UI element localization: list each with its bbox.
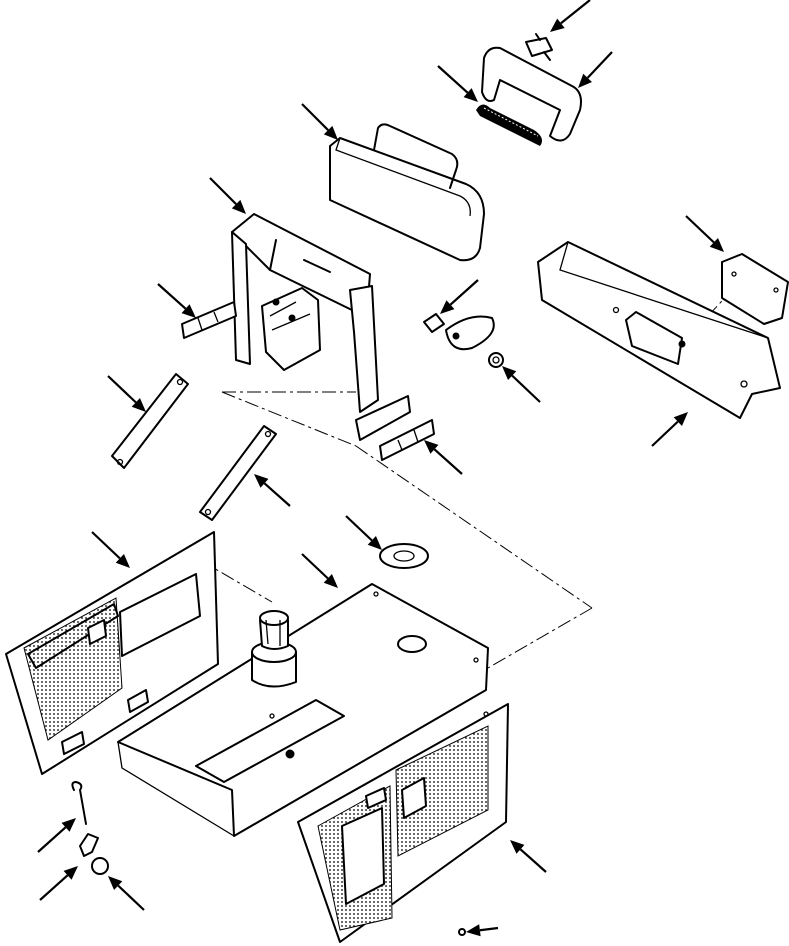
callout-arrow-shaft: [117, 884, 145, 911]
support-bar-center: [199, 425, 277, 521]
callout-arrow-shaft: [39, 874, 69, 901]
rear-panel: [537, 241, 781, 419]
callout-arrow: [510, 840, 547, 873]
callout-arrow-shaft: [37, 826, 67, 853]
callout-arrow-head: [323, 574, 338, 588]
callout-arrow-shaft: [157, 283, 187, 310]
bracket-clip: [79, 833, 99, 857]
callout-arrow-shaft: [437, 65, 469, 94]
callout-arrow-shaft: [301, 103, 329, 131]
pin: [458, 928, 466, 936]
callout-arrow: [424, 440, 463, 475]
spacer-plate-left: [181, 301, 237, 339]
callout-arrow-head: [323, 125, 338, 140]
callout-arrow: [466, 924, 499, 937]
callout-arrow-head: [673, 412, 688, 426]
callout-arrow-shaft: [345, 515, 373, 542]
callout-arrow-head: [466, 924, 481, 937]
callout-arrow-shaft: [449, 279, 479, 306]
callout-arrow-head: [550, 18, 565, 32]
cap-plug: [91, 857, 109, 875]
callout-arrow-shaft: [91, 531, 121, 560]
callout-arrow-shaft: [107, 375, 137, 404]
filler-neck: [251, 610, 297, 688]
front-panel-right: [297, 703, 509, 943]
callout-arrow-head: [231, 199, 246, 214]
callout-arrow-shaft: [586, 51, 613, 79]
callout-arrow-head: [115, 554, 130, 568]
hook-rod: [71, 781, 87, 825]
callout-arrow-head: [463, 88, 478, 102]
grab-handle-cover: [329, 123, 485, 262]
callout-arrow-head: [131, 398, 146, 412]
callout-arrow: [301, 103, 338, 140]
callout-arrow-head: [424, 440, 439, 454]
callout-arrows: [37, 0, 724, 937]
callout-arrow-shaft: [685, 215, 715, 244]
callout-arrow-head: [61, 818, 76, 832]
callout-arrow-shaft: [519, 848, 547, 873]
callout-arrow: [550, 0, 591, 32]
callout-arrow-shaft: [433, 448, 463, 475]
callout-arrow: [440, 279, 479, 314]
callout-arrow: [437, 65, 478, 102]
callout-arrow: [37, 818, 76, 853]
callout-arrow-head: [709, 238, 724, 252]
callout-arrow: [39, 866, 78, 901]
support-bar-left: [111, 373, 189, 469]
callout-arrow-shaft: [263, 482, 291, 507]
callout-arrow-shaft: [651, 420, 679, 447]
callout-arrow-head: [181, 304, 196, 318]
callout-arrow: [345, 515, 382, 550]
callout-arrow-shaft: [511, 374, 541, 403]
callout-arrow-head: [578, 73, 592, 88]
callout-arrow: [91, 531, 130, 568]
callout-arrow-head: [440, 300, 455, 314]
callout-arrow: [107, 375, 146, 412]
spacer-plate-right: [379, 419, 435, 461]
callout-arrow-head: [367, 536, 382, 550]
cover-plate: [721, 253, 789, 325]
callout-arrow: [502, 366, 541, 403]
side-panel-left: [5, 531, 219, 775]
callout-arrow: [209, 177, 246, 214]
handle-bracket: [481, 46, 582, 142]
callout-arrow-head: [63, 866, 78, 880]
callout-arrow: [254, 474, 291, 507]
callout-arrow-head: [254, 474, 269, 488]
callout-arrow: [301, 553, 338, 588]
spring: [476, 104, 542, 146]
callout-arrow: [578, 51, 613, 88]
callout-arrow-head: [108, 876, 123, 890]
callout-arrow-shaft: [209, 177, 237, 205]
callout-arrow-head: [510, 840, 525, 854]
callout-arrow-shaft: [301, 553, 329, 580]
callout-arrow: [108, 876, 145, 911]
callout-arrow: [651, 412, 688, 447]
callout-arrow-shaft: [560, 0, 591, 25]
callout-arrow-shaft: [479, 926, 499, 932]
callout-arrow: [685, 215, 724, 252]
grommet: [379, 543, 429, 569]
latch-clip: [525, 33, 553, 61]
callout-arrow: [157, 283, 196, 318]
key-switch: [423, 313, 495, 351]
console-base: [117, 583, 489, 837]
callout-arrow-head: [502, 366, 517, 380]
lock-nut: [488, 352, 504, 368]
seat-frame: [231, 213, 411, 441]
